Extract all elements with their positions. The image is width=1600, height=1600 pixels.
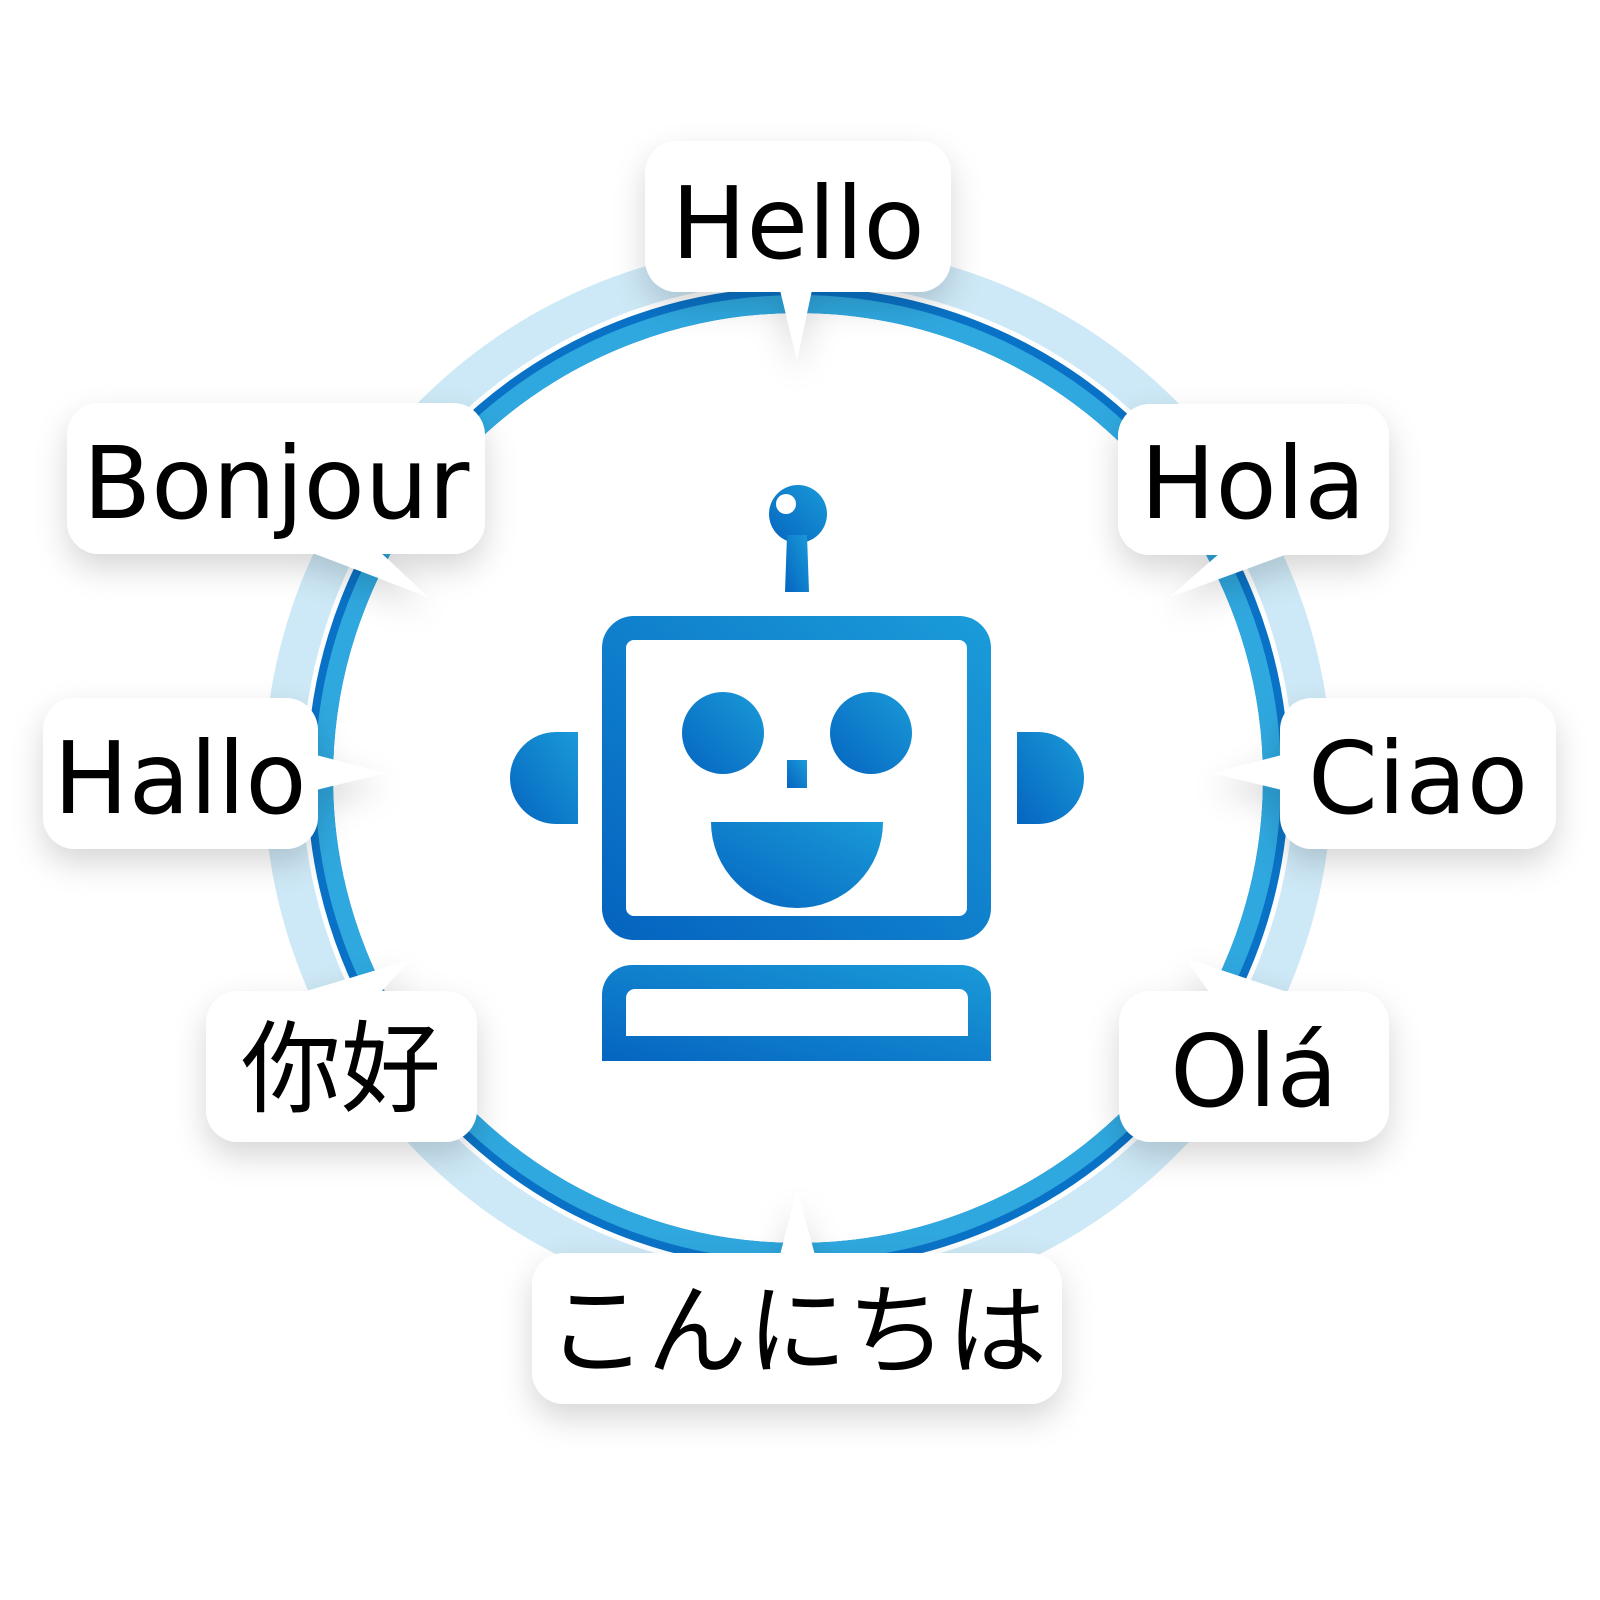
bubble-hello: [645, 141, 951, 360]
bubble-chinese: [206, 960, 477, 1142]
greeting-german: Hallo: [53, 720, 306, 837]
greeting-japanese: こんにちは: [547, 1273, 1047, 1390]
greeting-spanish: Hola: [1140, 425, 1365, 542]
robot-eye-right: [830, 692, 912, 774]
robot-mouth: [711, 822, 883, 908]
bubble-portuguese: [1119, 958, 1389, 1142]
antenna-highlight: [776, 494, 796, 514]
robot-body: [602, 965, 991, 1061]
bubble-japanese: [532, 1190, 1062, 1404]
bubble-hola: [1118, 404, 1389, 597]
bubble-hallo: [43, 698, 385, 849]
robot-head: [602, 616, 991, 940]
greeting-italian: Ciao: [1308, 720, 1528, 837]
robot-ear-left: [510, 732, 578, 824]
antenna-stem: [785, 535, 809, 592]
greeting-english: Hello: [671, 165, 924, 282]
bubble-ciao: [1212, 698, 1556, 849]
bubble-bonjour: [67, 403, 485, 597]
robot-eye-left: [682, 692, 764, 774]
robot-icon: [510, 485, 1084, 1061]
greeting-french: Bonjour: [83, 425, 471, 542]
robot-ear-right: [1017, 732, 1084, 824]
greeting-portuguese: Olá: [1170, 1013, 1338, 1130]
antenna-ball: [769, 485, 827, 543]
robot-nose: [787, 760, 807, 788]
greeting-chinese: 你好: [241, 1011, 441, 1128]
